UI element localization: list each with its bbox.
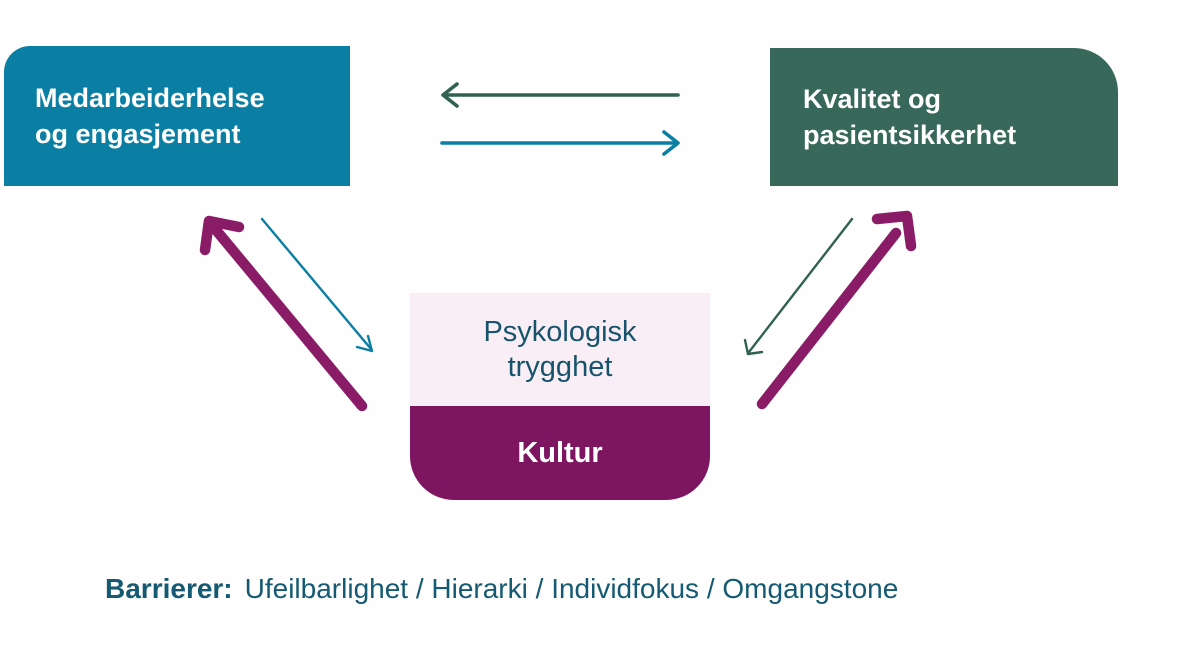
culture-psychological-safety-box: Psykologisk trygghet Kultur <box>410 293 710 500</box>
barriers-items: Ufeilbarlighet / Hierarki / Individfokus… <box>244 573 899 604</box>
health-to-culture-arrow <box>260 217 374 353</box>
employee-health-label-line1: Medarbeiderhelse <box>35 83 265 113</box>
psychological-safety-section: Psykologisk trygghet <box>410 293 710 406</box>
quality-safety-box: Kvalitet og pasientsikkerhet <box>770 48 1118 186</box>
employee-health-box: Medarbeiderhelse og engasjement <box>4 46 350 186</box>
quality-safety-label-line2: pasientsikkerhet <box>803 120 1017 150</box>
employee-health-label-line2: og engasjement <box>35 119 241 149</box>
culture-to-health-arrow <box>199 215 368 412</box>
barriers-line: Barrierer: Ufeilbarlighet / Hierarki / In… <box>105 572 898 606</box>
quality-safety-label-line1: Kvalitet og <box>803 84 942 114</box>
psychological-safety-label-line1: Psykologisk <box>483 315 637 348</box>
quality-to-culture-arrow <box>743 217 854 356</box>
culture-to-quality-arrow <box>756 210 917 410</box>
psychological-safety-label-line2: trygghet <box>507 350 613 383</box>
health-to-quality-arrow <box>440 130 680 156</box>
culture-section: Kultur <box>410 406 710 500</box>
quality-to-health-arrow <box>441 82 680 108</box>
barriers-label: Barrierer: <box>105 573 233 604</box>
culture-label: Kultur <box>517 436 603 469</box>
